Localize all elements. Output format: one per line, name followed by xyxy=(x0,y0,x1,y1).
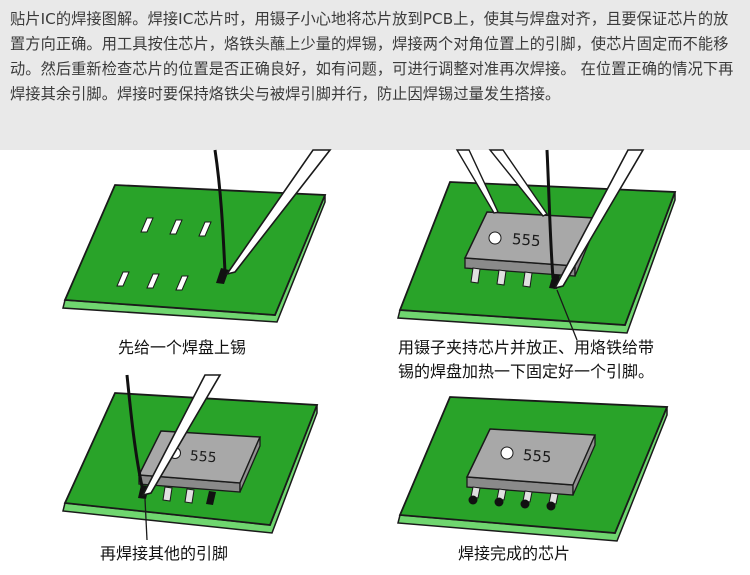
pcb-board xyxy=(63,184,327,316)
step3-illustration: 555 xyxy=(55,374,345,541)
step1-caption: 先给一个焊盘上锡 xyxy=(118,338,247,357)
solder-wire xyxy=(213,149,227,273)
step2-illustration: 555 xyxy=(395,149,715,341)
chip-pin xyxy=(184,488,195,504)
step2-caption-line2: 锡的焊盘加热一下固定好一个引脚。 xyxy=(398,362,655,381)
tweezers-right xyxy=(488,149,549,217)
solder-joint xyxy=(494,497,504,507)
pad xyxy=(198,221,212,237)
pad xyxy=(140,217,154,233)
chip-marking: 555 xyxy=(522,446,552,466)
solder-wire xyxy=(545,149,555,279)
pad xyxy=(146,273,160,289)
step4-illustration: 555 xyxy=(395,385,695,542)
intro-section: 贴片IC的焊接图解。焊接IC芯片时，用镊子小心地将芯片放到PCB上，使其与焊盘对… xyxy=(0,0,750,150)
chip-pin xyxy=(470,486,481,499)
soldering-iron xyxy=(553,149,645,290)
solder-wire xyxy=(125,374,145,492)
step1-illustration xyxy=(55,149,345,340)
tinned-pad xyxy=(216,268,229,284)
chip-pin xyxy=(162,486,173,502)
tweezers-left xyxy=(455,149,499,214)
callout-line xyxy=(144,498,148,541)
pad xyxy=(169,219,183,235)
pad xyxy=(175,275,189,291)
chip-marking: 555 xyxy=(189,448,217,466)
callout-line xyxy=(556,289,578,341)
intro-text: 贴片IC的焊接图解。焊接IC芯片时，用镊子小心地将芯片放到PCB上，使其与焊盘对… xyxy=(10,10,734,103)
ic-chip: 555 xyxy=(463,211,597,277)
chip-pin xyxy=(548,492,559,505)
chip-pin xyxy=(522,490,533,503)
chip-pin xyxy=(522,271,533,288)
step4-caption: 焊接完成的芯片 xyxy=(458,544,571,563)
chip-pin xyxy=(496,488,507,501)
soldering-iron xyxy=(225,149,332,276)
ic-chip: 555 xyxy=(465,428,597,496)
soldering-iron xyxy=(141,374,222,497)
solder-joint xyxy=(546,501,556,511)
solder-joint xyxy=(468,495,478,505)
chip-marking: 555 xyxy=(511,230,541,250)
solder-joint xyxy=(520,499,530,509)
step3-caption: 再焊接其他的引脚 xyxy=(100,544,229,563)
chip-pin xyxy=(496,269,507,286)
pad xyxy=(116,271,130,287)
step2-caption-line1: 用镊子夹持芯片并放正、用烙铁给带 xyxy=(398,338,655,357)
soldered-pin xyxy=(206,491,216,505)
chip-pin xyxy=(470,267,481,284)
